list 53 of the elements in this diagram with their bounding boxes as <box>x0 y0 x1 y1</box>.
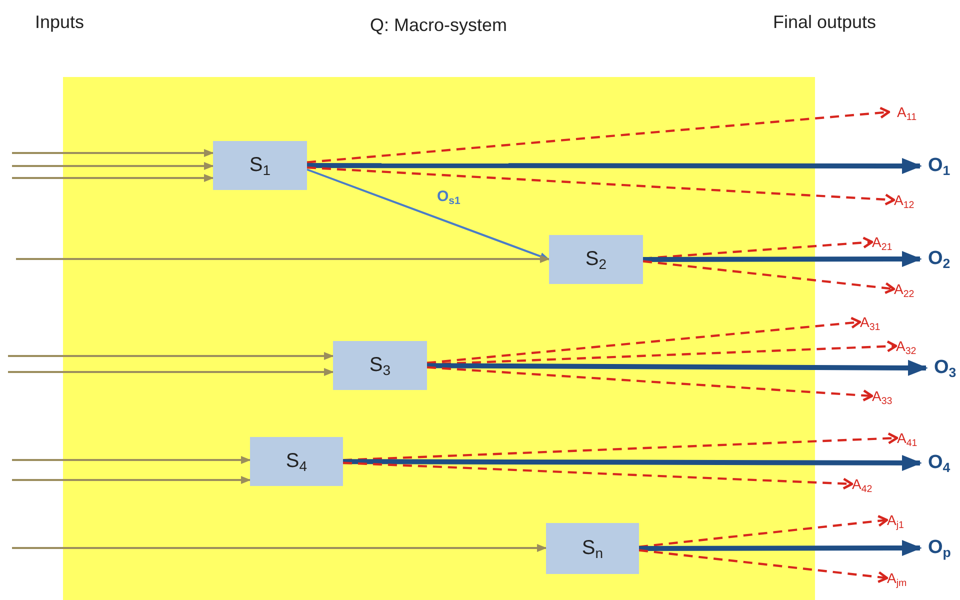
input-arrow <box>12 149 214 157</box>
side-output-label: A$_{11}$ <box>897 104 917 120</box>
input-arrow <box>16 255 550 263</box>
dashed-arrow <box>342 462 854 490</box>
input-arrow <box>12 174 214 182</box>
side-output-label: A$_{j1}$ <box>887 512 904 528</box>
column-heading: Final outputs <box>773 12 876 33</box>
side-output-label: A$_{22}$ <box>894 281 914 297</box>
dashed-arrow <box>638 549 888 584</box>
final-output-label: O$_{3}$ <box>934 357 956 379</box>
subsystem-box <box>250 437 343 486</box>
dashed-arrow <box>426 316 862 364</box>
subsystem-box <box>546 523 639 574</box>
band-heading: Q: Macro-system <box>370 15 508 36</box>
subsystem-label: S$_{n}$ <box>582 537 604 560</box>
arrow <box>307 158 922 174</box>
subsystem-label: S$_{1}$ <box>249 154 271 177</box>
side-output-label: A$_{33}$ <box>872 388 892 404</box>
input-arrow <box>12 544 547 552</box>
input-arrow <box>8 368 334 376</box>
subsystem-label: S$_{4}$ <box>286 450 308 473</box>
dashed-arrow <box>306 166 896 206</box>
input-arrow <box>12 476 251 484</box>
final-output-label: O$_{1}$ <box>928 155 950 177</box>
final-output-label: O$_{2}$ <box>928 248 950 270</box>
dashed-arrow <box>306 106 890 164</box>
subsystem-box <box>549 235 643 284</box>
subsystem-box <box>213 141 307 190</box>
side-output-label: A$_{32}$ <box>896 338 916 354</box>
final-output-label: O$_{p}$ <box>928 537 951 559</box>
side-output-label: A$_{31}$ <box>860 314 880 330</box>
input-arrow <box>8 352 334 360</box>
arrow <box>426 360 928 376</box>
arrow <box>639 540 922 556</box>
input-arrow <box>12 456 251 464</box>
dashed-arrow <box>426 366 874 402</box>
arrow <box>643 251 922 268</box>
side-output-label: A$_{jm}$ <box>887 570 907 586</box>
edge-label: O$_{s1}$ <box>437 188 460 205</box>
dashed-arrow <box>642 260 896 294</box>
input-arrow <box>12 162 214 170</box>
final-output-label: O$_{4}$ <box>928 452 950 474</box>
dashed-arrow <box>638 514 888 548</box>
side-output-label: A$_{42}$ <box>852 476 872 492</box>
side-output-label: A$_{12}$ <box>894 192 914 208</box>
subsystem-label: S$_{3}$ <box>369 354 391 377</box>
subsystem-label: S$_{2}$ <box>585 248 607 271</box>
arrow <box>306 168 550 260</box>
side-output-label: A$_{21}$ <box>872 234 892 250</box>
column-heading: Inputs <box>35 12 84 33</box>
side-output-label: A$_{41}$ <box>897 430 918 446</box>
subsystem-box <box>333 341 427 390</box>
arrow <box>343 454 922 471</box>
